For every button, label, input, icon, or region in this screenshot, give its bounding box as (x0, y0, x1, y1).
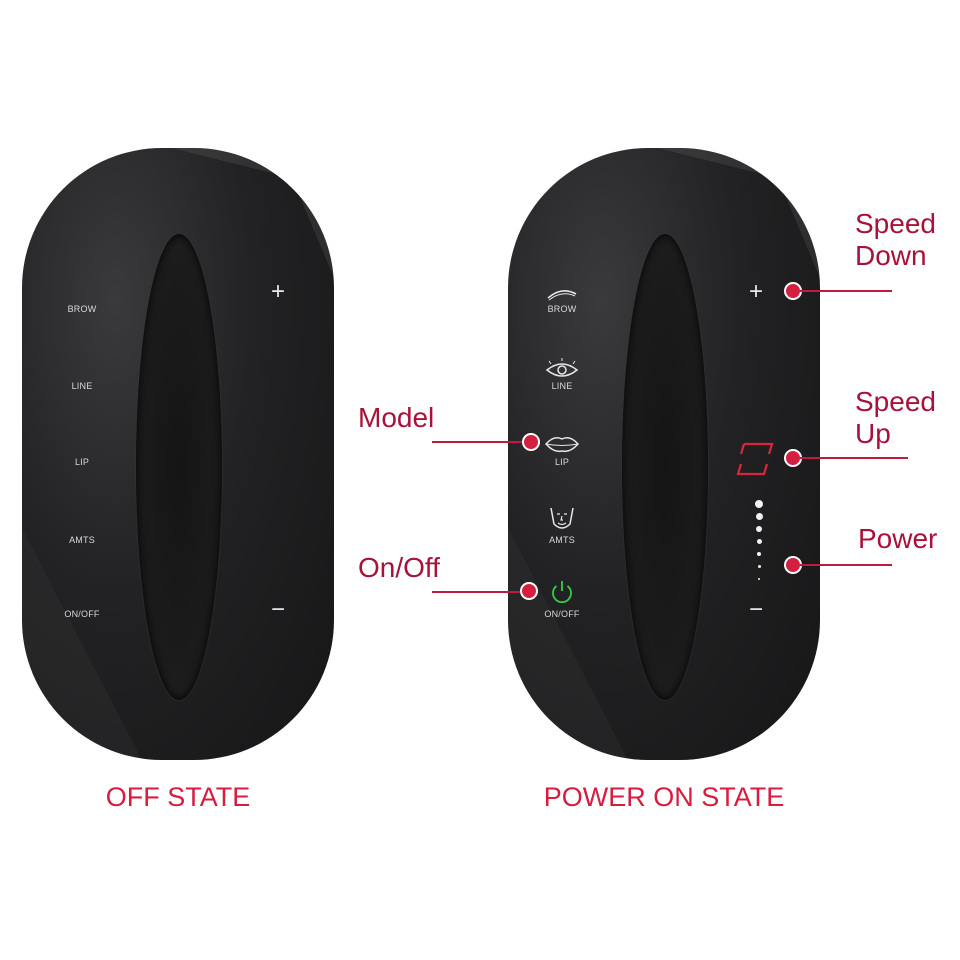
speed-down-callout-line (800, 290, 892, 292)
face-icon[interactable] (542, 506, 582, 530)
minus-button[interactable]: − (270, 596, 285, 623)
on-off-callout: On/Off (358, 552, 440, 583)
power-level-dot (757, 552, 761, 556)
on-off-callout-dot (520, 582, 538, 600)
speed-indicator (736, 442, 774, 476)
speed-up-callout-line (800, 457, 908, 459)
speed-down-callout: Speed Down (855, 208, 936, 271)
off-state-device: BROW LINE LIP AMTS ON/OFF + − (22, 148, 334, 760)
plus-button[interactable]: + (748, 278, 763, 305)
power-callout-line (800, 564, 892, 566)
model-callout-dot (522, 433, 540, 451)
mode-label-amts: AMTS (549, 535, 575, 545)
lips-icon[interactable] (542, 432, 582, 456)
on-state-device: BROW LINE LIP AMTS ON/OFF + − (508, 148, 820, 760)
power-callout: Power (858, 523, 938, 554)
mode-label-lip: LIP (74, 457, 90, 467)
on-off-callout-line (432, 591, 528, 593)
off-state-caption: OFF STATE (105, 782, 251, 812)
speed-up-callout: Speed Up (855, 386, 936, 449)
power-level-dot (755, 513, 763, 520)
minus-button[interactable]: − (748, 596, 763, 623)
on-state-caption: POWER ON STATE (543, 782, 785, 812)
mode-label-brow: BROW (547, 304, 577, 314)
mode-label-lip: LIP (554, 457, 570, 467)
brow-icon[interactable] (542, 282, 582, 306)
power-level-dot (755, 500, 763, 508)
finger-groove (136, 234, 222, 700)
power-level-dot (756, 526, 762, 532)
model-callout: Model (358, 402, 435, 433)
mode-label-on-off: ON/OFF (544, 609, 580, 619)
mode-label-on-off: ON/OFF (64, 609, 100, 619)
mode-label-brow: BROW (67, 304, 97, 314)
power-level-dot (756, 539, 762, 544)
power-level-dot (757, 565, 761, 568)
finger-groove (622, 234, 708, 700)
mode-label-amts: AMTS (69, 535, 95, 545)
power-icon[interactable] (542, 580, 582, 604)
mode-label-line: LINE (551, 381, 573, 391)
mode-label-line: LINE (71, 381, 93, 391)
model-callout-line (432, 441, 528, 443)
plus-button[interactable]: + (270, 278, 285, 305)
eye-icon[interactable] (542, 358, 582, 382)
power-level-dot (758, 578, 760, 580)
